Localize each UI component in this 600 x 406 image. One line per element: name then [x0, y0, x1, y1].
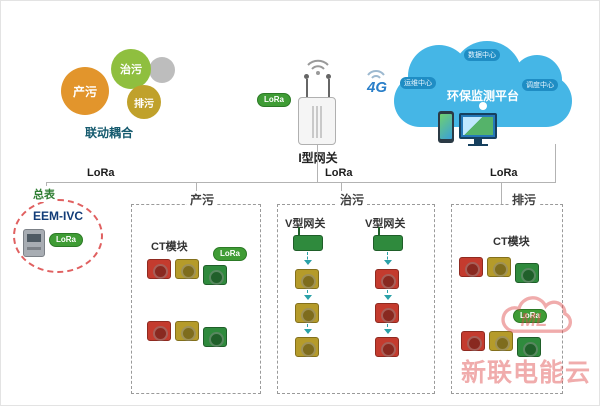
energy-meter-terminal: [27, 247, 41, 250]
down-arrow: [384, 290, 392, 300]
monitor-stand: [474, 139, 482, 144]
zone3-ct-module-label: CT模块: [493, 236, 530, 248]
v-gateway-device-left: [293, 227, 323, 251]
vgateway-right-label: V型网关: [365, 218, 406, 230]
zone-production-title: 产污: [187, 191, 218, 208]
ct-module-yellow: [175, 259, 199, 279]
4g-signal-icon: [367, 70, 385, 79]
ct-module-green: [203, 265, 227, 285]
down-arrow: [304, 324, 312, 334]
gear-production-icon: 产污: [61, 67, 109, 115]
ct-module-yellow: [489, 331, 513, 351]
ct-module-yellow: [295, 303, 319, 323]
smartphone-screen: [440, 114, 452, 139]
ct-module-red: [147, 321, 171, 341]
main-meter-model: EEM-IVC: [32, 209, 83, 223]
down-arrow: [304, 290, 312, 300]
cloud-badge-dispatch-center: 调度中心: [522, 79, 558, 91]
gear-discharge-label: 排污: [134, 98, 154, 110]
monitor-base: [468, 144, 488, 146]
ct-module-red: [461, 331, 485, 351]
zone-discharge-title: 排污: [509, 191, 540, 208]
gear-production-label: 产污: [72, 84, 97, 99]
gear-treatment-label: 治污: [120, 64, 142, 76]
zone-treatment: [277, 204, 435, 394]
monitor-icon: [459, 113, 497, 139]
down-arrow: [384, 324, 392, 334]
down-arrow: [384, 252, 392, 265]
zone1-ct-module-label: CT模块: [151, 241, 188, 253]
gateway-vent-slots: [312, 106, 324, 138]
ct-module-yellow: [487, 257, 511, 277]
ct-module-red: [375, 337, 399, 357]
ct-module-green: [515, 263, 539, 283]
gear-discharge-icon: 排污: [127, 85, 161, 119]
ct-module-red: [147, 259, 171, 279]
gateway-lora-badge: LoRa: [257, 93, 291, 108]
ct-module-green: [203, 327, 227, 347]
cloud-platform-title: 环保监测平台: [446, 89, 519, 103]
gear-treatment-icon: 治污: [111, 49, 151, 89]
main-meter-group-outline: [13, 199, 103, 273]
lora-bus-line: [46, 182, 556, 183]
zone1-lora-badge: LoRa: [213, 247, 247, 262]
zone-production: [131, 204, 261, 394]
ct-module-red: [459, 257, 483, 277]
ct-module-red: [375, 303, 399, 323]
connector-zone3: [501, 182, 502, 204]
cloud-badge-ops-center: 运维中心: [400, 77, 436, 89]
gateway-antenna-left: [304, 74, 309, 97]
energy-meter-icon: [23, 229, 45, 257]
gear-cluster-caption: 联动耦合: [84, 126, 133, 140]
smartphone-icon: [438, 111, 454, 143]
type1-gateway-device: [298, 97, 336, 145]
v-gateway-device-right: [373, 227, 403, 251]
down-arrow: [304, 252, 312, 265]
ct-module-yellow: [295, 337, 319, 357]
meter-lora-badge: LoRa: [49, 233, 83, 248]
energy-meter-screen: [27, 234, 41, 242]
connector-gateway: [317, 145, 318, 182]
zone-treatment-title: 治污: [337, 191, 368, 208]
gateway-antenna-right: [326, 74, 331, 97]
gateway-label: I型网关: [298, 151, 338, 165]
bus-lora-label-left: LoRa: [85, 167, 117, 179]
bus-lora-label-middle: LoRa: [323, 167, 355, 179]
connector-cloud: [555, 144, 556, 182]
monitor-screen: [463, 117, 493, 135]
ct-module-yellow: [295, 269, 319, 289]
cloud-badge-data-center: 数据中心: [464, 49, 500, 61]
gear-decorative-icon: [149, 57, 175, 83]
wifi-signal-icon: [307, 59, 329, 75]
ct-module-red: [375, 269, 399, 289]
bus-lora-label-right: LoRa: [488, 167, 520, 179]
zone3-lora-badge: LoRa: [513, 309, 547, 324]
vgateway-left-label: V型网关: [285, 218, 326, 230]
main-meter-tag: 总表: [31, 186, 57, 202]
ct-module-green: [517, 337, 541, 357]
ct-module-yellow: [175, 321, 199, 341]
zone-discharge: [451, 204, 563, 394]
4g-network-label: 4G: [367, 79, 388, 96]
